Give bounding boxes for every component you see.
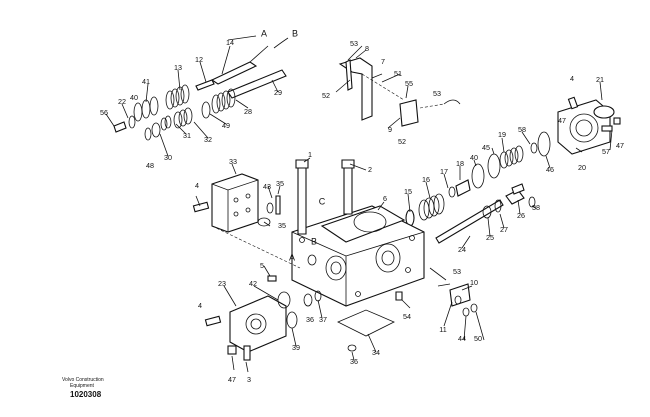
label-52a: 52 xyxy=(322,91,330,100)
label-38: 38 xyxy=(532,203,540,212)
label-49: 49 xyxy=(222,121,230,130)
valve-body xyxy=(291,205,425,307)
label-50: 50 xyxy=(474,334,482,343)
label-19: 19 xyxy=(498,130,506,139)
label-53a: 53 xyxy=(350,39,358,48)
label-18: 18 xyxy=(456,159,464,168)
spool-assembly-left xyxy=(113,35,289,141)
label-35a: 35 xyxy=(276,179,284,188)
label-21: 21 xyxy=(596,75,604,84)
cover-bottom-left xyxy=(204,275,322,361)
label-26: 26 xyxy=(517,211,525,220)
label-40b: 40 xyxy=(130,93,138,102)
label-12: 12 xyxy=(195,55,203,64)
label-23: 23 xyxy=(218,279,226,288)
label-2: 2 xyxy=(368,165,372,174)
label-8: 8 xyxy=(365,44,369,53)
label-36a: 36 xyxy=(350,357,358,366)
label-5: 5 xyxy=(260,261,264,270)
label-24: 24 xyxy=(458,245,466,254)
footer-company: Volvo Construction xyxy=(62,377,104,383)
label-11: 11 xyxy=(439,325,446,334)
label-32: 32 xyxy=(204,135,212,144)
label-58: 58 xyxy=(518,125,526,134)
small-parts-right xyxy=(395,283,478,317)
label-17: 17 xyxy=(440,167,448,176)
letter-a-top: A xyxy=(261,28,267,38)
label-45: 45 xyxy=(482,143,490,152)
label-1: 1 xyxy=(308,150,312,159)
label-7: 7 xyxy=(381,57,385,66)
letter-b-top: B xyxy=(292,28,298,38)
label-54: 54 xyxy=(403,312,411,321)
label-34: 34 xyxy=(372,348,380,357)
cover-right xyxy=(530,96,621,157)
seal-bottom xyxy=(337,309,395,352)
label-33: 33 xyxy=(229,157,237,166)
label-20: 20 xyxy=(578,163,586,172)
label-47a: 47 xyxy=(228,375,236,384)
label-22: 22 xyxy=(118,97,126,106)
letter-a-body: A xyxy=(289,252,295,262)
label-3: 3 xyxy=(247,375,251,384)
label-15: 15 xyxy=(404,187,412,196)
footer-company-sub: Equipment xyxy=(70,383,94,389)
label-28: 28 xyxy=(244,107,252,116)
label-47b: 47 xyxy=(558,116,566,125)
label-10: 10 xyxy=(470,278,478,287)
part-labels: 1 2 3 4 4 4 5 6 7 8 9 10 11 12 13 14 15 … xyxy=(100,38,624,384)
label-40a: 40 xyxy=(470,153,478,162)
label-4a: 4 xyxy=(195,181,199,190)
label-25: 25 xyxy=(486,233,494,242)
footer-drawing-id: 1020308 xyxy=(70,390,102,399)
label-9: 9 xyxy=(388,125,392,134)
leader-lines xyxy=(105,45,613,373)
label-31: 31 xyxy=(183,131,191,140)
letter-c: C xyxy=(319,196,326,206)
label-57: 57 xyxy=(602,147,610,156)
bracket-assembly xyxy=(338,57,461,127)
label-16: 16 xyxy=(422,175,430,184)
label-42: 42 xyxy=(249,279,257,288)
label-4c: 4 xyxy=(198,301,202,310)
label-27: 27 xyxy=(500,225,508,234)
label-37: 37 xyxy=(319,315,327,324)
label-41: 41 xyxy=(142,77,150,86)
label-43: 43 xyxy=(263,182,271,191)
cover-top-left xyxy=(192,173,301,269)
label-52b: 52 xyxy=(398,137,406,146)
label-30: 30 xyxy=(164,153,172,162)
label-51: 51 xyxy=(394,69,402,78)
letter-b-body: B xyxy=(311,236,317,246)
label-6: 6 xyxy=(383,194,387,203)
label-56: 56 xyxy=(100,108,108,117)
long-bolts xyxy=(295,159,355,235)
label-35b: 35 xyxy=(278,221,286,230)
label-53c: 53 xyxy=(453,267,461,276)
label-29: 29 xyxy=(274,88,282,97)
label-4b: 4 xyxy=(570,74,574,83)
label-44: 44 xyxy=(458,334,466,343)
spool-assembly-right xyxy=(405,145,536,244)
label-39: 39 xyxy=(292,343,300,352)
label-53b: 53 xyxy=(433,89,441,98)
label-47c: 47 xyxy=(616,141,624,150)
label-14: 14 xyxy=(226,38,234,47)
label-13: 13 xyxy=(174,63,182,72)
label-48: 48 xyxy=(146,161,154,170)
label-55: 55 xyxy=(405,79,413,88)
label-36b: 36 xyxy=(306,315,314,324)
label-46: 46 xyxy=(546,165,554,174)
